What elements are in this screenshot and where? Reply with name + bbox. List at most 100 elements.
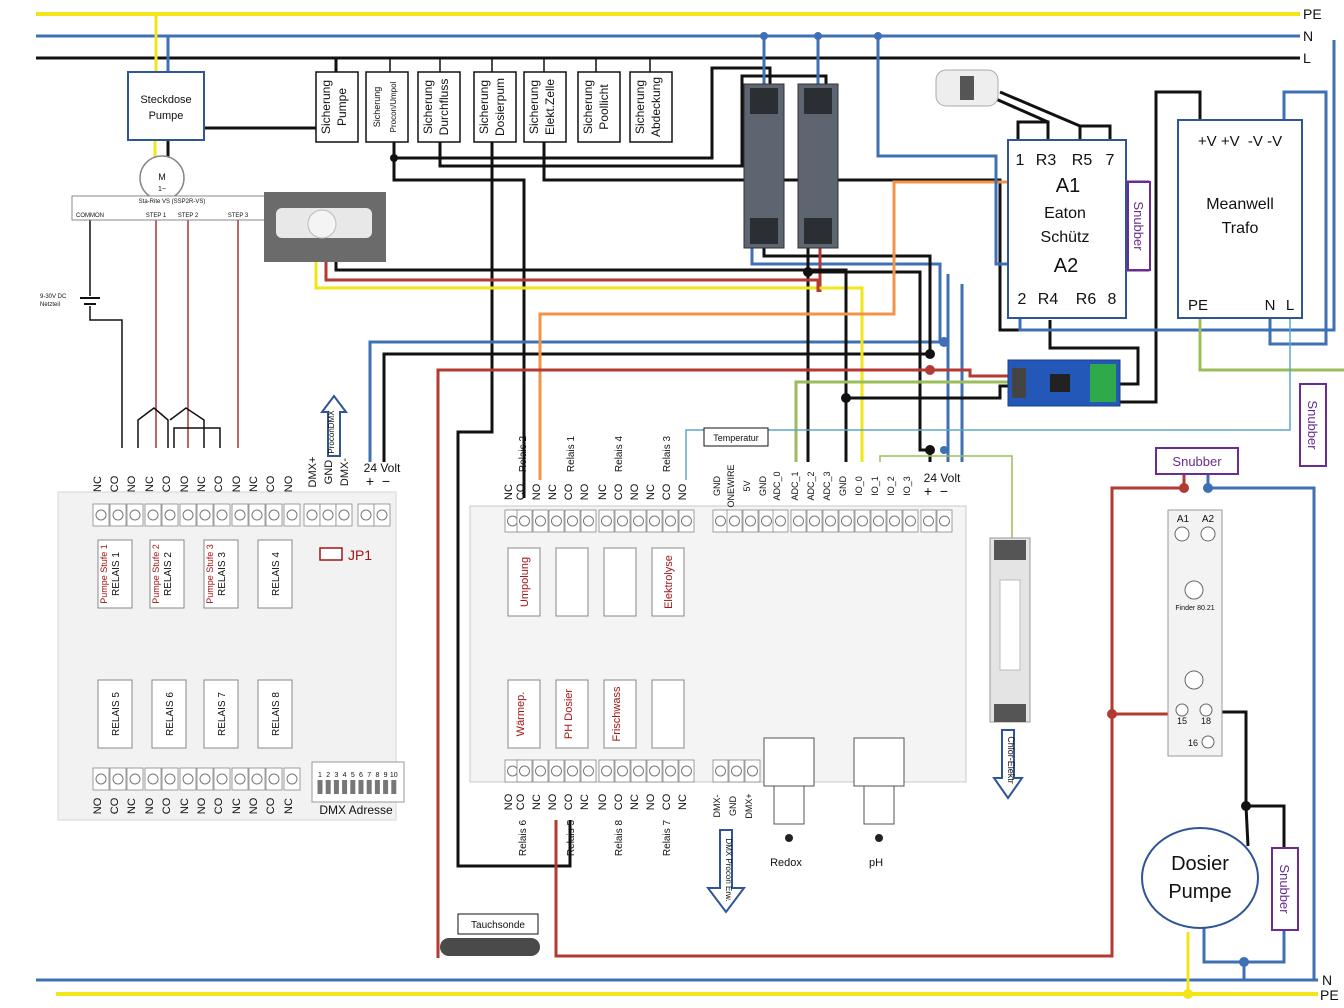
rb-relay-7-label: RELAIS 7 — [217, 692, 228, 736]
ctrl-bottom-label-11: NC — [677, 794, 689, 810]
eaton-top-r5: R5 — [1072, 152, 1093, 169]
ctrl-bottom-label-3: NO — [547, 793, 559, 810]
dip-switch-8[interactable] — [374, 780, 380, 794]
ctrl-top-label-1: CO — [515, 483, 527, 500]
chlor-cell — [935, 69, 999, 107]
controller-top-terminals — [504, 509, 953, 533]
dip-switch-4[interactable] — [342, 780, 348, 794]
motor-label: M — [158, 172, 166, 182]
finder-a2: A2 — [1202, 514, 1215, 525]
finder-15: 15 — [1177, 716, 1187, 726]
wire-eaton-top-right — [1078, 124, 1112, 140]
rb-top-terminal-1-screw — [112, 509, 124, 521]
finder-15-screw — [1175, 703, 1189, 717]
wire-flow-signal — [314, 254, 864, 462]
finder-name: Finder 80.21 — [1175, 605, 1214, 612]
wire-step-jumper3 — [173, 427, 221, 448]
ctrl-top-terminal-11-screw — [681, 515, 692, 527]
dip-switch-3[interactable] — [333, 780, 339, 794]
rb-bottom-label-4: CO — [161, 797, 173, 814]
ctrl-bottom-terminal-4-screw — [567, 765, 578, 777]
relay-board-bottom-terminals — [92, 767, 301, 791]
wire-24v-minus-relay — [368, 248, 942, 462]
rb-plus: + — [366, 473, 374, 489]
finder-16-screw — [1201, 735, 1215, 749]
rb-top-label-6: NC — [196, 476, 208, 492]
dip-switch-6[interactable] — [358, 780, 364, 794]
dip-switch-5[interactable] — [350, 780, 356, 794]
wire-sensor-out1 — [1048, 330, 1140, 386]
dosing-pump: Dosier Pumpe Snubber — [1141, 827, 1299, 931]
meanwell-name2: Trafo — [1222, 220, 1259, 237]
fuse-5-line2: Elekt.Zelle — [543, 79, 557, 135]
ctrl-bottom-label-0: NO — [503, 793, 515, 810]
wire-finder-a2 — [1206, 474, 1316, 980]
motor-terminal-step3: STEP 3 — [228, 213, 249, 219]
ctrl-top-label-11: NO — [677, 483, 689, 500]
pe-label-bottom: PE — [1320, 987, 1339, 1003]
motor-controller-box — [71, 195, 273, 221]
rb-bottom-label-10: CO — [265, 797, 277, 814]
meanwell-n: N — [1265, 297, 1276, 314]
chlor-module: Chlor-Elektr — [989, 537, 1031, 800]
dosing-pump-line1: Dosier — [1171, 853, 1229, 875]
eaton-bottom-r4: R4 — [1038, 291, 1059, 308]
motor-terminal-common: COMMON — [76, 213, 104, 219]
wire-meanwell-blue — [1268, 90, 1328, 346]
motor-controller-label: Sta-Rite VS (SSP2R-VS) — [139, 199, 206, 205]
bnc-redox-pin — [785, 834, 793, 842]
ctrl-dmx-terminal-1-screw — [731, 765, 742, 777]
meanwell-box — [1177, 119, 1303, 319]
junction-finder-a2 — [1203, 483, 1213, 493]
finder-body — [1167, 509, 1223, 757]
ctrl-relay-bottom-0 — [507, 679, 541, 749]
ctrl-dmx-label-1: GND — [728, 796, 738, 817]
ctrl-relay-name-top-0: Relais 2 — [518, 436, 529, 473]
ctrl-io-terminal-5-screw — [793, 515, 804, 527]
dip-switch-2[interactable] — [325, 780, 331, 794]
rb-bottom-label-7: CO — [213, 797, 225, 814]
ctrl-io-terminal-1-screw — [729, 515, 740, 527]
ctrl-top-terminal-6-screw — [601, 515, 612, 527]
wire-controller-plus — [808, 270, 932, 462]
eaton-a2: A2 — [1054, 255, 1078, 277]
wire-step-jumper2 — [169, 407, 205, 448]
dip-switch-1[interactable] — [317, 780, 323, 794]
ctrl-io-terminal-2-screw — [745, 515, 756, 527]
socket-line2: Pumpe — [149, 110, 184, 122]
ctrl-top-label-2: NO — [531, 483, 543, 500]
meanwell-l: L — [1286, 297, 1294, 314]
junction-psu — [803, 267, 813, 277]
ctrl-io-label-5: ADC_1 — [790, 471, 800, 500]
rb-bottom-terminal-10-screw — [268, 773, 280, 785]
rb-bottom-terminal-9-screw — [251, 773, 263, 785]
eaton-name2: Schütz — [1041, 229, 1090, 246]
junction-n1 — [760, 32, 768, 40]
rb-bottom-terminal-11-screw — [286, 773, 298, 785]
dip-number-10: 10 — [390, 772, 398, 779]
junction-ctrl-minus — [940, 446, 948, 454]
ctrl-bottom-label-6: NO — [597, 793, 609, 810]
wire-chlor-green — [879, 455, 1013, 538]
fuse-2-line2: Procon/Umpol — [389, 81, 398, 132]
motor-sub: 1~ — [158, 186, 166, 193]
rb-pump-step-3: Pumpe Stufe 3 — [205, 544, 215, 604]
ctrl-relay-name-bottom-1: Relais 5 — [566, 820, 577, 857]
dip-switch-10[interactable] — [391, 780, 397, 794]
rb-relay-8 — [257, 679, 293, 749]
rb-bottom-label-11: NC — [283, 798, 295, 814]
ctrl-io-label-1: ONEWIRE — [726, 464, 736, 507]
dip-switch-9[interactable] — [383, 780, 389, 794]
dip-switch-7[interactable] — [366, 780, 372, 794]
rb-bottom-terminal-7-screw — [216, 773, 228, 785]
dosing-pump-line2: Pumpe — [1168, 881, 1231, 903]
rb-top-label-0: NC — [92, 476, 104, 492]
rb-top-label-1: CO — [109, 475, 121, 492]
ctrl-bottom-terminal-9-screw — [649, 765, 660, 777]
rb-top-label-8: NO — [231, 475, 243, 492]
ctrl-top-terminal-0-screw — [507, 515, 518, 527]
ctrl-top-label-6: NC — [597, 484, 609, 500]
rb-top-terminal-3-screw — [147, 509, 159, 521]
ctrl-power-terminal-1-screw — [939, 515, 950, 527]
flow-sensor — [264, 192, 386, 262]
